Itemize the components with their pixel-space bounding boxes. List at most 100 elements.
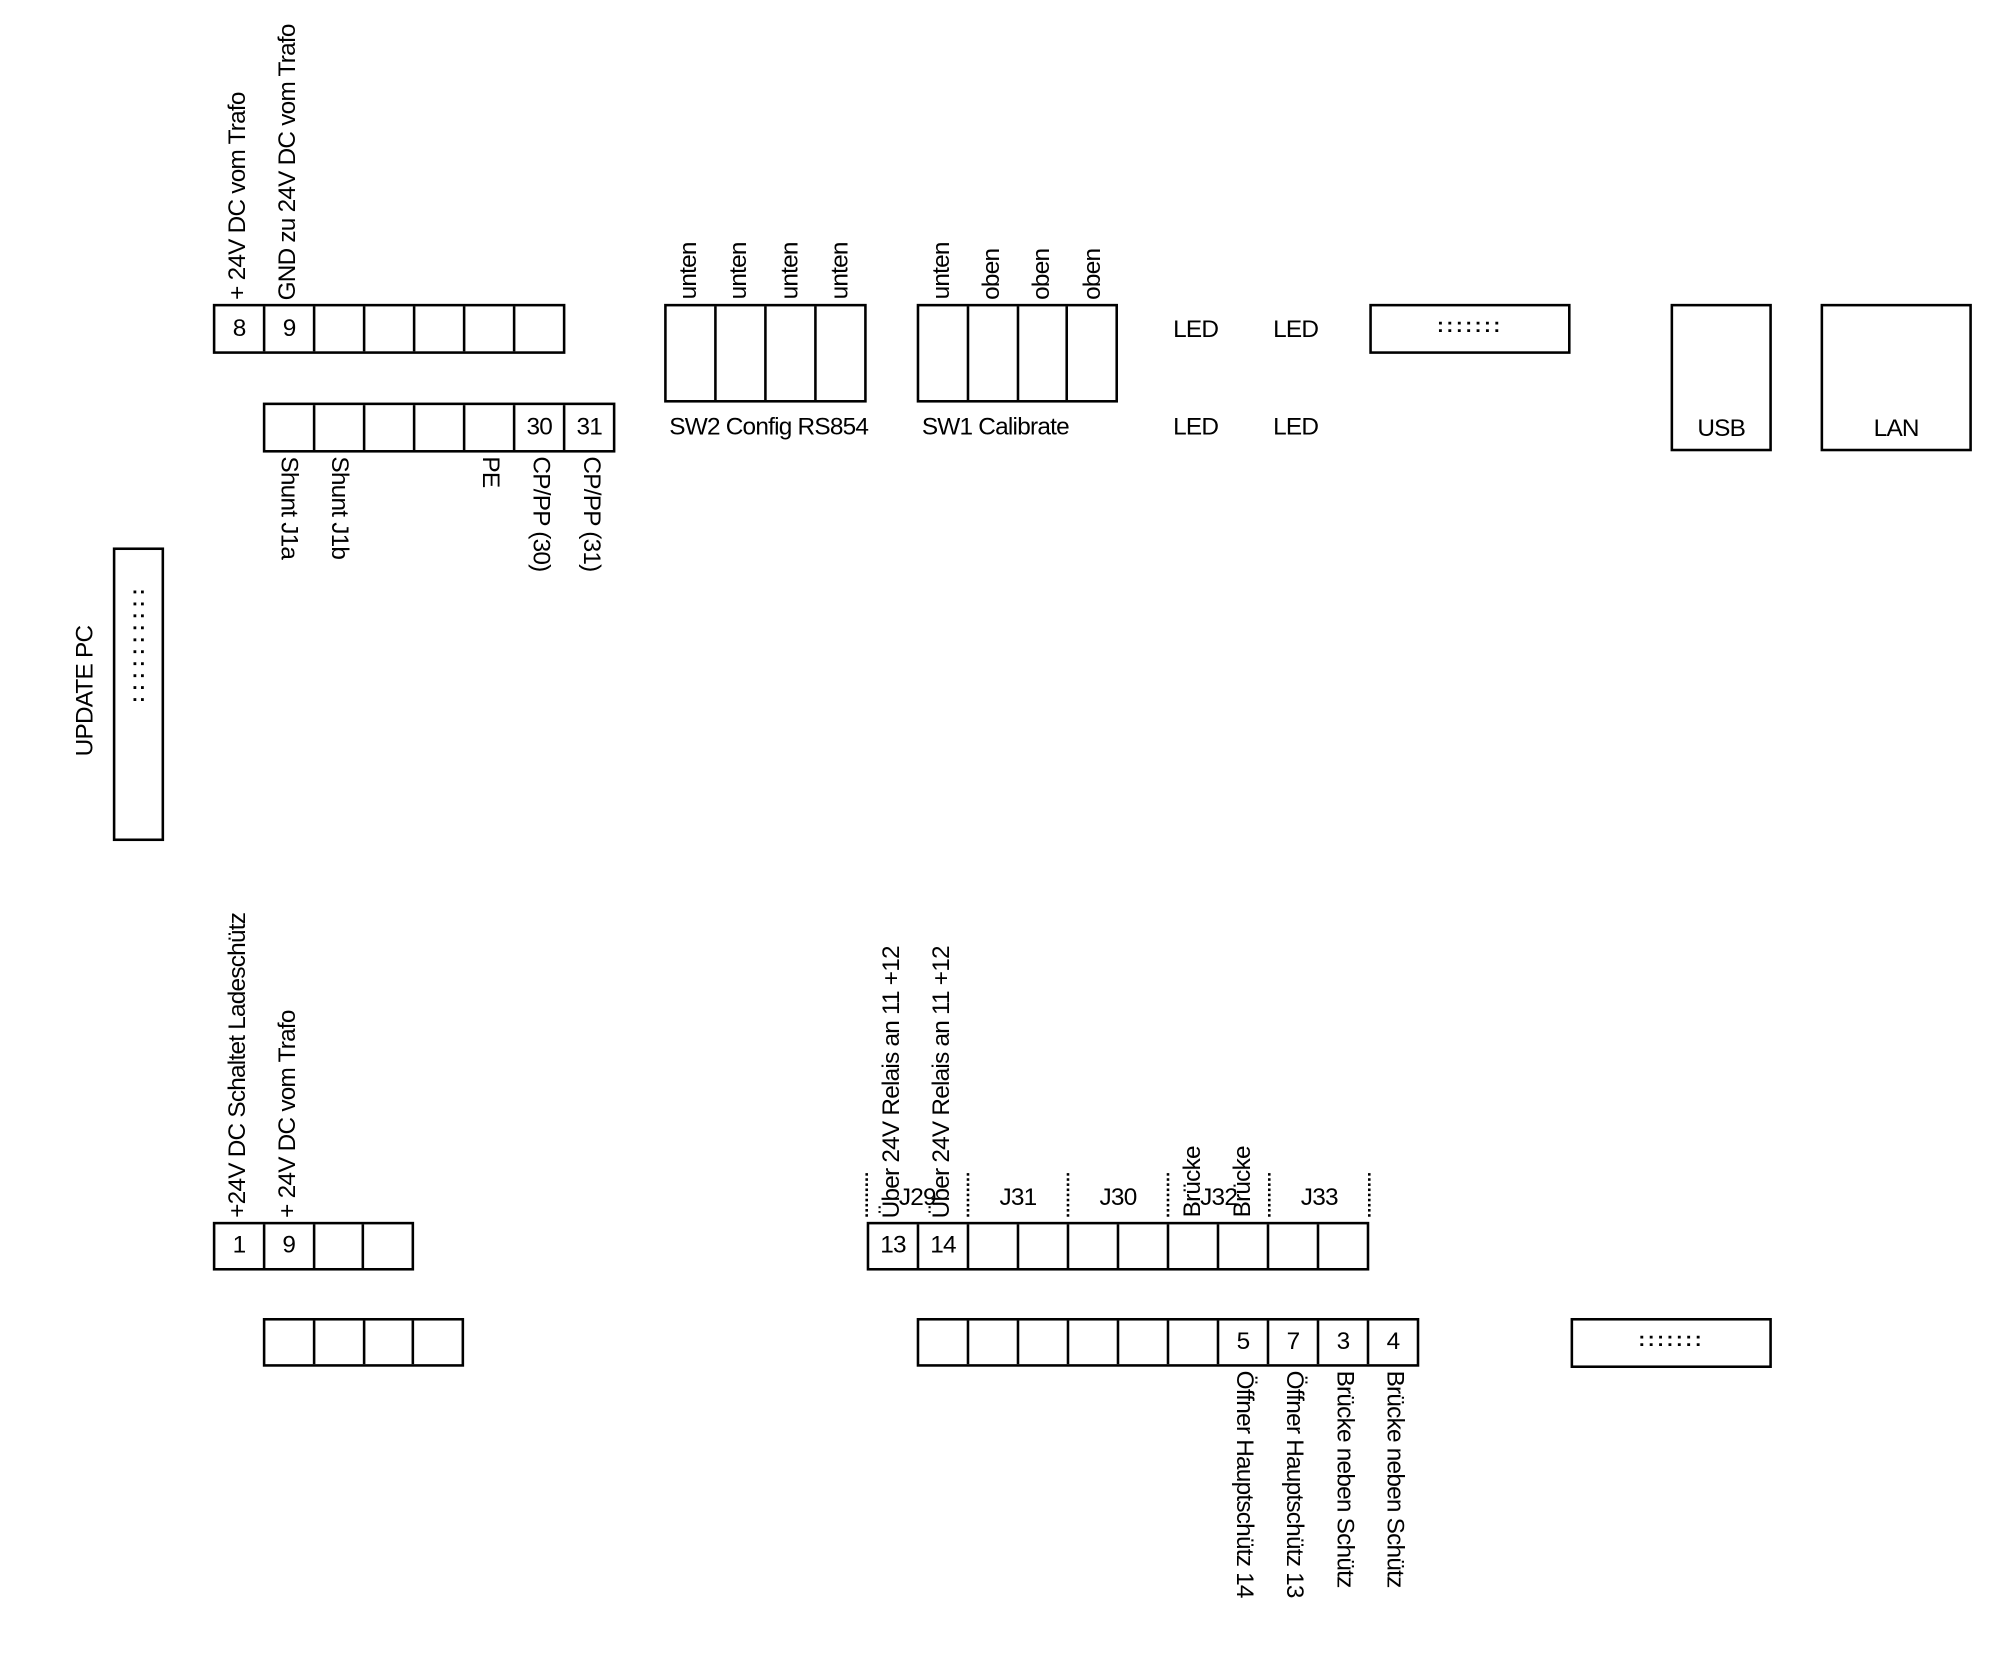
terminal-bottom-mid-1-block: 13 14	[866, 1221, 1370, 1271]
terminal-label-below: Shunt J1a	[275, 456, 303, 560]
terminal-cell	[1166, 1224, 1217, 1268]
terminal-label-above: unten	[827, 242, 855, 301]
jumper-separator	[1267, 1173, 1271, 1217]
jumper-group-label: J32	[1200, 1184, 1238, 1212]
terminal-cell: 9	[262, 1224, 313, 1268]
terminal-cell	[412, 405, 463, 451]
terminal-label-below: PE	[476, 456, 504, 488]
terminal-cell	[966, 1224, 1017, 1268]
terminal-label-below: CP/PP (30)	[527, 456, 555, 572]
terminal-cell	[1066, 1224, 1117, 1268]
terminal-cell	[814, 306, 864, 401]
terminal-cell	[919, 306, 966, 400]
sw2-block	[664, 303, 867, 403]
pin-header-top-right: :::::::	[1369, 303, 1571, 354]
terminal-cell: 7	[1266, 1320, 1317, 1365]
terminal-label-above: unten	[776, 242, 804, 301]
terminal-cell	[265, 1321, 312, 1365]
terminal-cell	[362, 1320, 412, 1365]
terminal-cell	[362, 405, 413, 451]
jumper-group-label: J33	[1300, 1184, 1339, 1212]
terminal-cell	[462, 306, 513, 352]
terminal-cell	[1066, 1320, 1117, 1365]
terminal-cell	[966, 306, 1016, 401]
terminal-cell	[1016, 306, 1066, 401]
terminal-label-below: Öffner Hauptschütz 13	[1280, 1370, 1308, 1598]
switch-caption: SW2 Config RS854	[669, 414, 869, 442]
switch-caption: SW1 Calibrate	[921, 414, 1070, 442]
terminal-label-above: unten	[927, 242, 955, 301]
terminal-cell	[312, 306, 363, 352]
terminal-cell	[512, 306, 563, 352]
terminal-label-above: unten	[725, 242, 753, 301]
terminal-label-above: + 24V DC vom Trafo	[274, 1010, 302, 1218]
jumper-separator	[865, 1173, 868, 1217]
terminal-label-above: oben	[978, 248, 1006, 301]
terminal-cell: 9	[262, 306, 313, 352]
terminal-cell	[966, 1320, 1017, 1365]
terminal-cell: 1	[232, 1232, 247, 1260]
terminal-cell	[362, 1224, 412, 1268]
jumper-group-label: J31	[999, 1184, 1037, 1212]
terminal-cell	[312, 1320, 363, 1365]
jumper-separator	[1066, 1173, 1070, 1217]
terminal-cell	[714, 306, 764, 401]
terminal-cell	[764, 306, 814, 401]
led-label: LED	[1173, 414, 1219, 442]
terminal-cell	[1116, 1224, 1167, 1268]
terminal-cell: 4	[1366, 1320, 1417, 1365]
terminal-cell	[1166, 1320, 1217, 1365]
update-pc-pins: ::::::::::	[128, 588, 151, 709]
terminal-cell	[312, 405, 363, 451]
terminal-cell	[312, 1224, 362, 1268]
update-pc-label: UPDATE PC	[71, 625, 99, 757]
lan-label: LAN	[1873, 415, 1920, 443]
lan-port: LAN	[1820, 303, 1972, 452]
terminal-label-above: oben	[1028, 248, 1056, 301]
terminal-label-below: Öffner Hauptschütz 14	[1230, 1370, 1258, 1598]
terminal-cell: 5	[1216, 1320, 1267, 1365]
terminal-label-above: GND zu 24V DC vom Trafo	[274, 23, 302, 301]
pin-header-pins: :::::::	[1638, 1329, 1705, 1352]
terminal-label-below: Brücke neben Schütz	[1381, 1370, 1409, 1588]
pin-header-bottom-right: :::::::	[1570, 1317, 1772, 1369]
terminal-cell	[1016, 1320, 1067, 1365]
usb-port: USB	[1670, 303, 1772, 452]
pin-header-pins: :::::::	[1437, 315, 1503, 338]
terminal-label-below: CP/PP (31)	[577, 456, 605, 572]
terminal-cell: 14	[916, 1224, 967, 1268]
terminal-cell	[1316, 1224, 1367, 1268]
terminal-cell	[1266, 1224, 1317, 1268]
terminal-cell	[265, 405, 312, 450]
terminal-label-above: Über 24V Relais an 11 +12	[877, 945, 905, 1218]
terminal-cell: 13	[880, 1232, 906, 1260]
terminal-cell	[667, 306, 714, 400]
terminal-label-above: +24V DC Schaltet Ladeschütz	[223, 913, 251, 1218]
sw1-block	[916, 303, 1119, 403]
terminal-bottom-left-2-block	[262, 1317, 465, 1367]
terminal-cell: 8	[232, 314, 247, 342]
jumper-group-label: J30	[1099, 1184, 1138, 1212]
jumper-group-label: J29	[898, 1184, 937, 1212]
jumper-separator	[1166, 1173, 1170, 1217]
terminal-label-below: Brücke neben Schütz	[1331, 1370, 1358, 1588]
led-label: LED	[1273, 316, 1319, 344]
terminal-label-above: unten	[675, 242, 703, 301]
terminal-cell	[1216, 1224, 1267, 1268]
usb-label: USB	[1697, 415, 1746, 443]
terminal-cell	[919, 1321, 966, 1365]
led-label: LED	[1173, 316, 1219, 344]
terminal-label-above: Über 24V Relais an 11 +12	[927, 945, 955, 1218]
terminal-label-above: oben	[1078, 248, 1106, 301]
terminal-cell	[1116, 1320, 1167, 1365]
terminal-cell	[1065, 306, 1116, 401]
jumper-separator	[966, 1173, 970, 1217]
terminal-cell	[462, 405, 513, 451]
terminal-cell: 3	[1316, 1320, 1367, 1365]
update-pc-header: ::::::::::	[112, 547, 165, 842]
